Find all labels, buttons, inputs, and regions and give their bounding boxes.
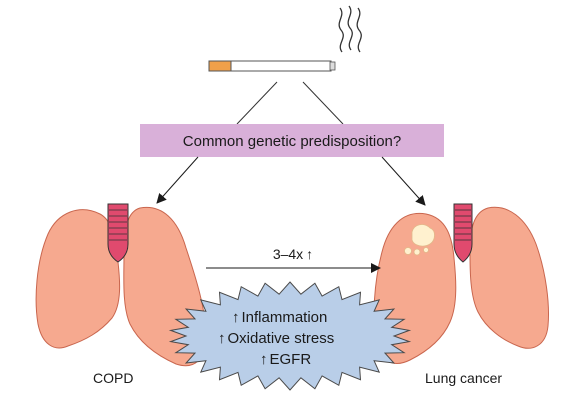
arrow-to-copd <box>156 156 199 204</box>
mechanism-starburst <box>168 281 412 391</box>
connector-line-left <box>236 81 278 125</box>
egfr-label: EGFR <box>270 351 312 368</box>
arrow-to-lung-cancer <box>381 156 426 206</box>
cigarette-tip <box>329 61 336 71</box>
oxidative-stress-arrow: ↑ <box>218 330 226 347</box>
question-box <box>140 124 444 157</box>
cigarette-icon <box>208 5 362 72</box>
risk-label: 3–4x↑ <box>273 246 313 262</box>
mechanism-egfr: ↑EGFR <box>260 351 311 368</box>
copd-trachea-rings <box>109 209 127 241</box>
question-text: Common genetic predisposition? <box>183 133 401 150</box>
cigarette-filter <box>208 60 232 72</box>
copd-lungs-icon <box>35 203 207 367</box>
inflammation-label: Inflammation <box>242 309 328 326</box>
copd-trachea <box>107 203 129 263</box>
smoke-icon <box>338 5 362 53</box>
copd-left-lobe <box>35 209 121 349</box>
risk-up-arrow: ↑ <box>306 246 313 262</box>
copd-caption: COPD <box>93 370 133 386</box>
cigarette-paper <box>230 60 332 72</box>
cancer-trachea-rings <box>455 209 471 241</box>
tumor-icon <box>404 224 435 256</box>
mechanism-oxidative-stress: ↑Oxidative stress <box>218 330 334 347</box>
risk-value: 3–4x <box>273 246 303 262</box>
cancer-trachea <box>453 203 473 263</box>
cancer-right-lobe <box>469 206 549 349</box>
lung-cancer-caption: Lung cancer <box>425 370 502 386</box>
mechanism-inflammation: ↑Inflammation <box>232 309 327 326</box>
inflammation-arrow: ↑ <box>232 309 240 326</box>
egfr-arrow: ↑ <box>260 351 268 368</box>
connector-line-right <box>302 81 344 125</box>
oxidative-stress-label: Oxidative stress <box>228 330 335 347</box>
